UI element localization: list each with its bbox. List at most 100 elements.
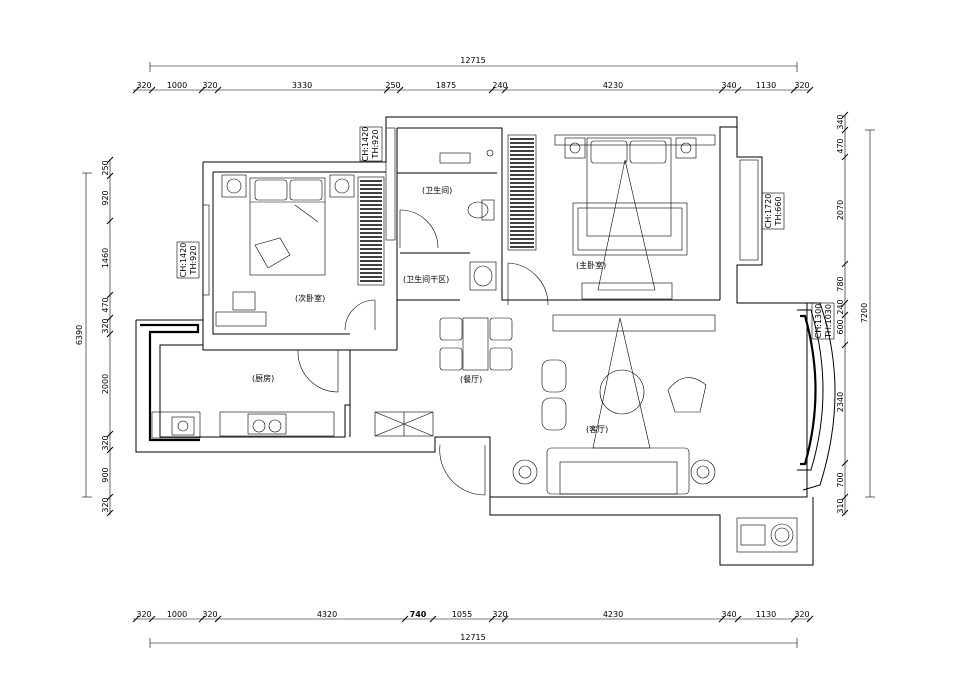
dim-tick — [734, 86, 742, 94]
dim-tick — [396, 86, 404, 94]
dim-tick — [841, 311, 849, 319]
dim-top-10: 1130 — [756, 81, 776, 90]
dim-bottom-6: 1055 — [452, 610, 472, 619]
room-label-bath: (卫生间) — [422, 185, 452, 195]
dim-bottom-5: 740 — [410, 610, 427, 619]
bay-window — [797, 302, 836, 491]
dim-left-overall: 6390 — [75, 325, 84, 345]
dim-tick — [841, 493, 849, 501]
kitchen-fixtures — [171, 413, 287, 436]
dim-left-2: 920 — [101, 190, 110, 205]
dim-tick — [198, 86, 206, 94]
dim-top-6: 1875 — [436, 81, 456, 90]
window-tag-second-bedroom: CH:1420 TH:920 — [176, 241, 200, 279]
bath-fixtures — [439, 149, 497, 291]
dim-tick — [132, 86, 140, 94]
dim-left-1: 250 — [101, 160, 110, 175]
dim-bottom-8: 4230 — [603, 610, 623, 619]
dim-right-4: 780 — [836, 276, 845, 291]
dim-tick — [790, 615, 798, 623]
dimension-top: 12715 320 1000 320 3330 250 1875 240 423… — [132, 56, 814, 94]
dim-tick — [132, 615, 140, 623]
dim-right-2: 470 — [836, 138, 845, 153]
dim-right-5: 240 — [836, 299, 845, 314]
dim-tick — [488, 86, 496, 94]
room-label-dining: (餐厅) — [460, 375, 482, 384]
dim-left-6: 2000 — [101, 374, 110, 394]
dim-top-11: 320 — [794, 81, 809, 90]
dim-bottom-10: 1130 — [756, 610, 776, 619]
room-label-master-bedroom: (主卧室) — [576, 260, 606, 270]
dim-top-5: 250 — [385, 81, 400, 90]
svg-text:TH:1030: TH:1030 — [824, 304, 833, 339]
dim-right-7: 2340 — [836, 392, 845, 412]
dim-tick — [841, 459, 849, 467]
svg-text:TH:920: TH:920 — [371, 130, 380, 160]
dim-bottom-3: 320 — [202, 610, 217, 619]
dim-tick — [106, 156, 114, 164]
dim-tick — [718, 615, 726, 623]
svg-text:CH:1420: CH:1420 — [179, 243, 188, 278]
dim-bottom-4: 4320 — [317, 610, 337, 619]
dim-tick — [806, 615, 814, 623]
room-label-kitchen: (厨房) — [252, 373, 274, 383]
dim-tick — [198, 615, 206, 623]
balcony-fixtures — [736, 517, 798, 553]
dim-left-9: 320 — [101, 497, 110, 512]
dimension-right: 340 470 2070 780 240 600 2340 700 310 72… — [836, 111, 875, 517]
dim-right-6: 600 — [836, 319, 845, 334]
dim-tick — [841, 126, 849, 134]
dim-tick — [841, 509, 849, 517]
dim-bottom-7: 320 — [492, 610, 507, 619]
dim-left-5: 320 — [101, 318, 110, 333]
dim-tick — [841, 299, 849, 307]
dim-tick — [841, 260, 849, 268]
window-tag-living: CH:1300 TH:1030 — [811, 302, 835, 340]
dim-tick — [718, 86, 726, 94]
master-bedroom-furniture — [507, 134, 716, 300]
room-label-living: (客厅) — [586, 424, 608, 434]
dim-top-9: 340 — [721, 81, 736, 90]
dim-tick — [841, 111, 849, 119]
dim-tick — [106, 509, 114, 517]
dim-tick — [106, 291, 114, 299]
dim-tick — [734, 615, 742, 623]
dim-tick — [806, 86, 814, 94]
dim-top-8: 4230 — [603, 81, 623, 90]
dim-tick — [841, 153, 849, 161]
svg-text:TH:660: TH:660 — [774, 197, 783, 227]
dim-left-7: 320 — [101, 435, 110, 450]
dim-right-9: 310 — [836, 498, 845, 513]
dim-tick — [841, 341, 849, 349]
dim-right-3: 2070 — [836, 200, 845, 220]
window-tag-bath: CH:1420 TH:920 — [359, 127, 383, 161]
dim-top-2: 1000 — [167, 81, 187, 90]
dim-right-1: 340 — [836, 114, 845, 129]
dim-tick — [214, 86, 222, 94]
dining-set — [439, 317, 513, 371]
dim-top-3: 320 — [202, 81, 217, 90]
dim-tick — [106, 330, 114, 338]
dim-tick — [106, 446, 114, 454]
dim-bottom-11: 320 — [794, 610, 809, 619]
dim-top-7: 240 — [492, 81, 507, 90]
dim-tick — [106, 314, 114, 322]
dim-tick — [148, 615, 156, 623]
dim-tick — [106, 172, 114, 180]
dim-bottom-2: 1000 — [167, 610, 187, 619]
dim-tick — [501, 615, 509, 623]
dim-top-overall: 12715 — [460, 56, 485, 65]
dim-tick — [429, 615, 437, 623]
window-tag-master: CH:1720 TH:660 — [761, 192, 785, 230]
dim-left-4: 470 — [101, 297, 110, 312]
dim-tick — [383, 86, 391, 94]
living-furniture — [512, 314, 716, 495]
dim-tick — [488, 615, 496, 623]
dim-tick — [214, 615, 222, 623]
dim-tick — [106, 493, 114, 501]
dimension-left: 6390 250 920 1460 470 320 2000 320 900 3… — [75, 156, 114, 517]
dim-top-1: 320 — [136, 81, 151, 90]
dim-tick — [790, 86, 798, 94]
dim-bottom-1: 320 — [136, 610, 151, 619]
